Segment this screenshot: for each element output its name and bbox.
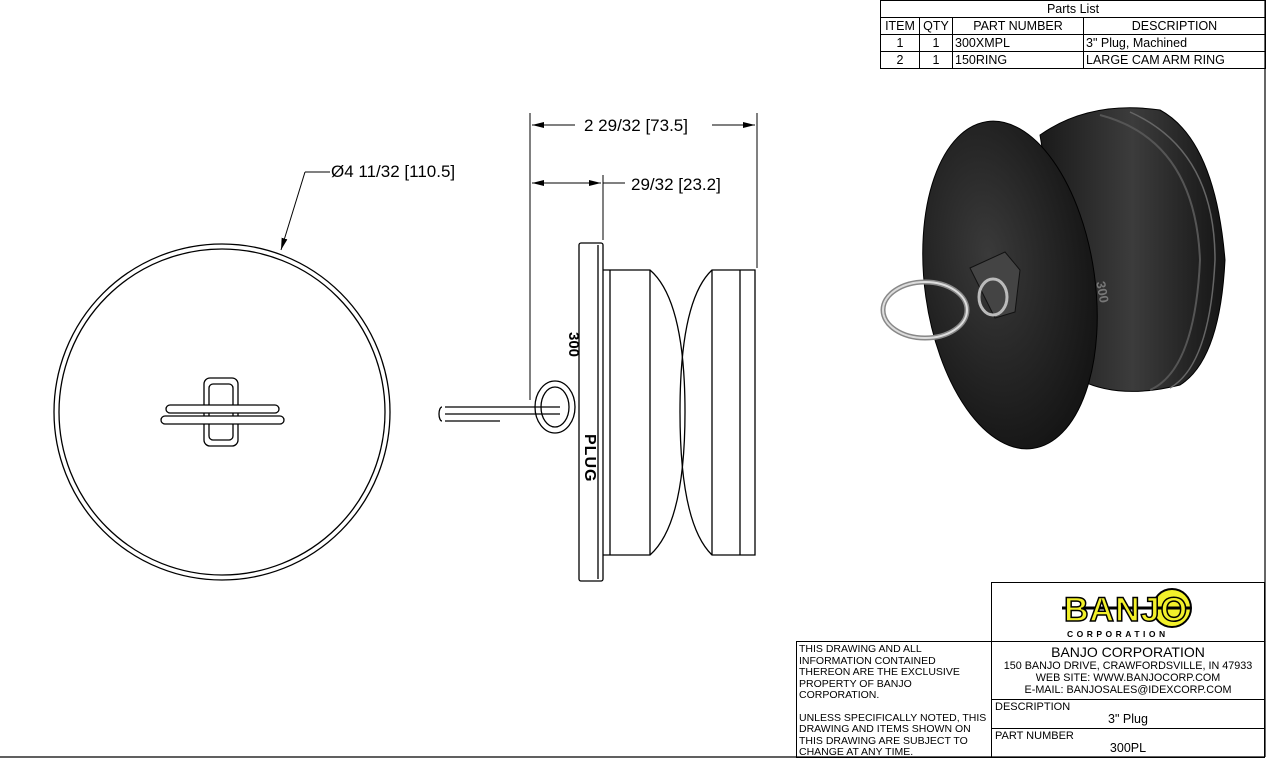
cell-description: LARGE CAM ARM RING (1083, 51, 1266, 69)
description-value: 3" Plug (1108, 712, 1148, 726)
isometric-view (880, 107, 1226, 450)
front-view (53, 243, 391, 581)
cell-part-number: 150RING (952, 51, 1084, 69)
company-email: E-MAIL: BANJOSALES@IDEXCORP.COM (1024, 684, 1232, 696)
overall-length-label: 2 29/32 [73.5] (584, 116, 688, 135)
banjo-logo: BANJO CORPORATION (1062, 588, 1192, 639)
table-row: 1 1 300XMPL 3" Plug, Machined (880, 34, 1266, 52)
cell-qty: 1 (919, 34, 953, 52)
description-label: DESCRIPTION (995, 701, 1071, 713)
side-view (438, 242, 756, 582)
diameter-dimension (280, 171, 330, 251)
company-address: 150 BANJO DRIVE, CRAWFORDSVILLE, IN 4793… (1003, 660, 1253, 672)
svg-text:BANJO: BANJO (1064, 591, 1188, 629)
header-item: ITEM (880, 17, 920, 35)
header-qty: QTY (919, 17, 953, 35)
company-website: WEB SITE: WWW.BANJOCORP.COM (1035, 672, 1221, 684)
parts-list-table: Parts List ITEM QTY PART NUMBER DESCRIPT… (880, 0, 1266, 69)
notes-box: THIS DRAWING AND ALL INFORMATION CONTAIN… (796, 641, 992, 758)
cell-part-number: 300XMPL (952, 34, 1084, 52)
diameter-dimension-label: Ø4 11/32 [110.5] (331, 162, 456, 181)
part-number-label: PART NUMBER (995, 730, 1074, 742)
cell-item: 1 (880, 34, 920, 52)
company-name: BANJO CORPORATION (1051, 644, 1205, 660)
cell-qty: 1 (919, 51, 953, 69)
change-note: UNLESS SPECIFICALLY NOTED, THIS DRAWING … (799, 711, 987, 758)
svg-text:CORPORATION: CORPORATION (1067, 629, 1169, 639)
header-part-number: PART NUMBER (952, 17, 1084, 35)
cell-item: 2 (880, 51, 920, 69)
flange-length-label: 29/32 [23.2] (631, 175, 721, 194)
description-box: DESCRIPTION 3" Plug (991, 699, 1265, 729)
cell-description: 3" Plug, Machined (1083, 34, 1266, 52)
length-dimensions (529, 113, 758, 400)
parts-list-header: ITEM QTY PART NUMBER DESCRIPTION (880, 17, 1266, 35)
part-number-value: 300PL (1109, 741, 1147, 755)
parts-list-title: Parts List (880, 0, 1266, 18)
header-description: DESCRIPTION (1083, 17, 1266, 35)
ownership-note: THIS DRAWING AND ALL INFORMATION CONTAIN… (799, 643, 960, 701)
part-number-box: PART NUMBER 300PL (991, 728, 1265, 758)
marking-plug-side: PLUG (581, 434, 598, 483)
marking-300-side: 300 (565, 332, 582, 358)
table-row: 2 1 150RING LARGE CAM ARM RING (880, 51, 1266, 69)
company-box: BANJO CORPORATION 150 BANJO DRIVE, CRAWF… (991, 641, 1265, 700)
logo-box: BANJO CORPORATION (991, 582, 1265, 642)
